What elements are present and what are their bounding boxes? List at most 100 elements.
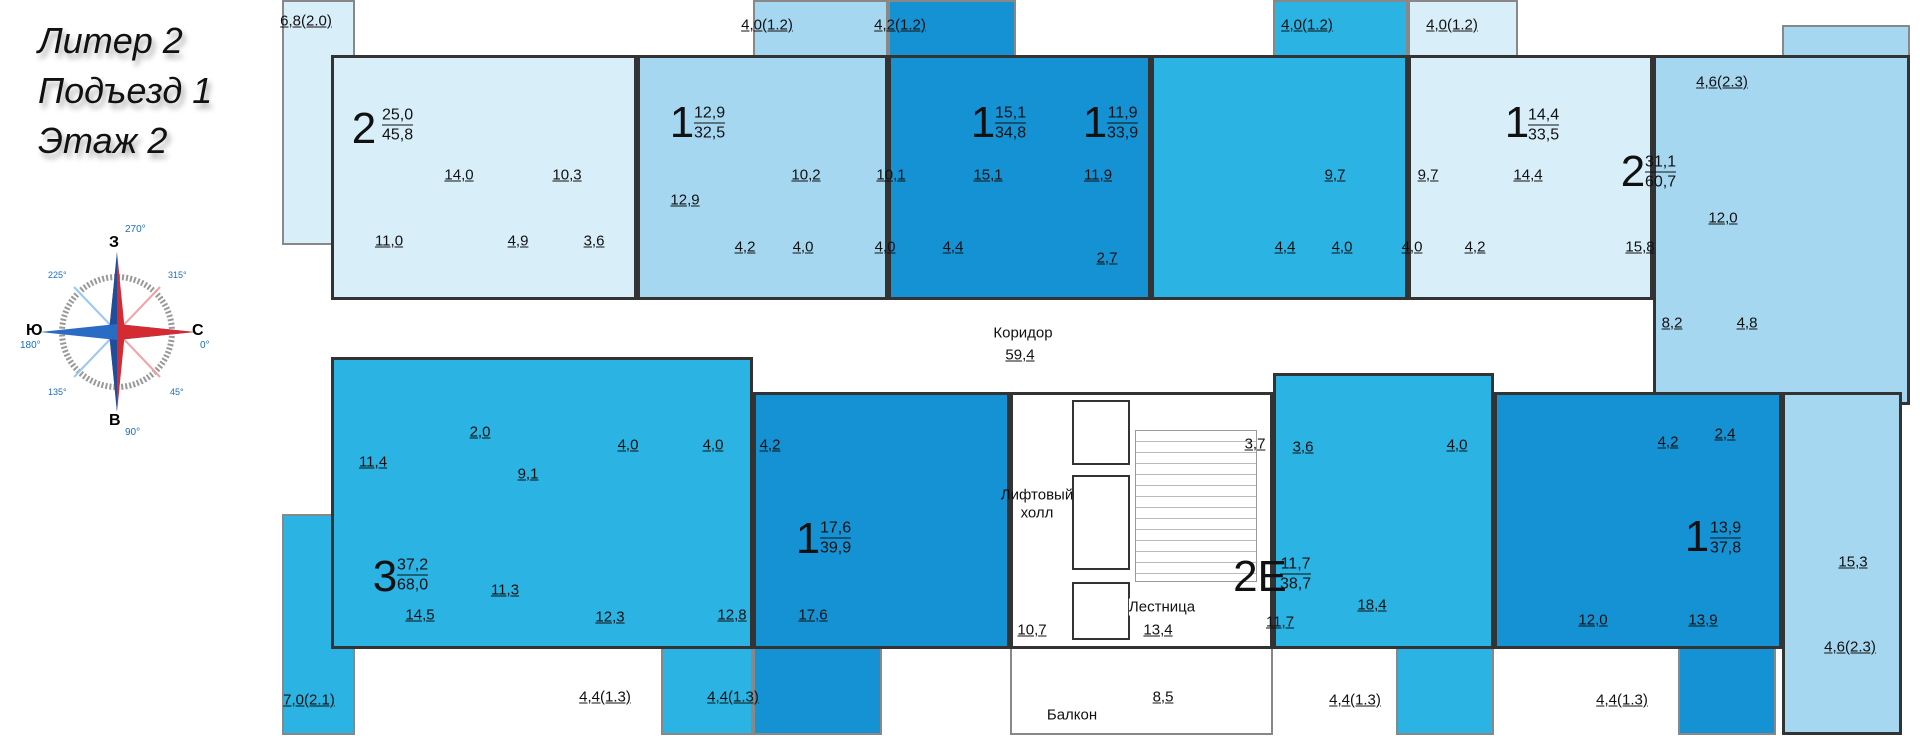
- compass-deg-90: 90°: [125, 427, 141, 438]
- room-area: 6,8(2.0): [280, 12, 332, 30]
- balcony-apt-10[interactable]: [1678, 645, 1776, 735]
- room-area: 4,4: [1274, 238, 1296, 256]
- room-area: 4,4(1.3): [707, 688, 759, 706]
- balcony-apt-7b[interactable]: [661, 645, 753, 735]
- balcony-apt-3[interactable]: [888, 0, 1016, 58]
- room-area: 11,4: [358, 453, 388, 471]
- corridor-label: Коридор: [993, 324, 1053, 342]
- lift-hall-label: Лифтовый: [1000, 486, 1074, 504]
- room-area: 2,4: [1714, 425, 1736, 443]
- apartment-7[interactable]: [331, 357, 753, 649]
- room-area: 11,3: [490, 581, 520, 599]
- room-area: 4,4(1.3): [1596, 691, 1648, 709]
- apartment-8[interactable]: [753, 392, 1010, 649]
- room-area: 4,2: [1657, 433, 1679, 451]
- room-area: 7,0(2.1): [283, 691, 335, 709]
- apartment-10[interactable]: [1494, 392, 1782, 649]
- room-area: 4,0: [617, 436, 639, 454]
- apt-rooms: 1: [970, 98, 996, 147]
- room-area: 15,3: [1838, 553, 1868, 571]
- compass-deg-45: 45°: [170, 387, 184, 397]
- apt-rooms: 1: [669, 98, 695, 147]
- room-area: 13,9: [1688, 611, 1718, 629]
- room-area: 2,0: [469, 423, 491, 441]
- compass-south-label: Ю: [26, 322, 43, 339]
- compass-rose-icon: З С В Ю 270° 0° 90° 180° 315° 225° 45° 1…: [20, 222, 215, 442]
- room-area: 12,0: [1578, 611, 1608, 629]
- room-area: 4,6(2.3): [1696, 73, 1748, 91]
- balcony-area: 8,5: [1152, 688, 1174, 706]
- apt-rooms: 2: [1620, 147, 1646, 196]
- apartment-6[interactable]: [1653, 55, 1910, 405]
- room-area: 4,0(1.2): [1281, 16, 1333, 34]
- room-area: 4,0: [702, 436, 724, 454]
- compass-deg-180: 180°: [20, 340, 41, 351]
- floor-label: Этаж 2: [38, 120, 168, 161]
- room-area: 4,9: [507, 232, 529, 250]
- apartment-5[interactable]: [1408, 55, 1653, 300]
- compass-deg-315: 315°: [168, 270, 187, 280]
- room-area: 10,2: [791, 166, 821, 184]
- common-balcony[interactable]: [1010, 645, 1273, 735]
- apt-rooms: 1: [1504, 98, 1530, 147]
- compass-deg-270: 270°: [125, 224, 146, 235]
- room-area: 17,6: [798, 606, 828, 624]
- apartment-9[interactable]: [1273, 373, 1494, 649]
- corridor-area: 59,4: [1005, 346, 1035, 364]
- elevator-shaft: [1072, 400, 1130, 465]
- room-area: 12,9: [670, 191, 700, 209]
- room-area: 2,7: [1096, 249, 1118, 267]
- room-area: 11,0: [374, 232, 404, 250]
- staircase-icon: [1135, 430, 1257, 582]
- apartment-2[interactable]: [637, 55, 888, 300]
- stairs-label: Лестница: [1128, 598, 1196, 616]
- room-area: 4,4(1.3): [579, 688, 631, 706]
- room-area: 4,4: [942, 238, 964, 256]
- apt-rooms: 2: [351, 104, 377, 153]
- room-area: 10,1: [876, 166, 906, 184]
- room-area: 4,4(1.3): [1329, 691, 1381, 709]
- lift-hall-area: 10,7: [1017, 621, 1047, 639]
- room-area: 9,7: [1417, 166, 1439, 184]
- compass-deg-135: 135°: [48, 387, 67, 397]
- room-area: 4,0: [1331, 238, 1353, 256]
- room-area: 4,0: [874, 238, 896, 256]
- room-area: 3,6: [1292, 438, 1314, 456]
- room-area: 4,0(1.2): [1426, 16, 1478, 34]
- entrance-label: Подъезд 1: [38, 70, 213, 111]
- apt-rooms: 1: [795, 514, 821, 563]
- room-area: 4,0: [792, 238, 814, 256]
- room-area: 3,6: [583, 232, 605, 250]
- balcony-apt-8[interactable]: [753, 645, 882, 735]
- apt-rooms: 2E: [1233, 552, 1287, 601]
- room-area: 18,4: [1357, 596, 1387, 614]
- room-area: 4,2: [734, 238, 756, 256]
- room-area: 15,1: [973, 166, 1003, 184]
- room-area: 14,0: [444, 166, 474, 184]
- room-area: 4,0(1.2): [741, 16, 793, 34]
- room-area: 4,0: [1401, 238, 1423, 256]
- balcony-apt-9[interactable]: [1396, 645, 1494, 735]
- room-area: 14,4: [1513, 166, 1543, 184]
- apartment-1[interactable]: [331, 55, 637, 300]
- room-area: 4,2(1.2): [874, 16, 926, 34]
- room-area: 10,3: [552, 166, 582, 184]
- room-area: 14,5: [405, 606, 435, 624]
- room-area: 4,2: [1464, 238, 1486, 256]
- compass-east-label: В: [109, 412, 121, 429]
- room-area: 3,7: [1244, 435, 1266, 453]
- room-area: 11,7: [1265, 613, 1295, 631]
- compass-deg-225: 225°: [48, 270, 67, 280]
- stairs-area: 13,4: [1143, 621, 1173, 639]
- compass-north-label: С: [192, 322, 204, 339]
- compass-west-label: З: [109, 234, 120, 251]
- apartment-6-bedroom[interactable]: [1782, 392, 1902, 735]
- apartment-4[interactable]: [1151, 55, 1408, 300]
- room-area: 8,2: [1661, 314, 1683, 332]
- apartment-3[interactable]: [888, 55, 1151, 300]
